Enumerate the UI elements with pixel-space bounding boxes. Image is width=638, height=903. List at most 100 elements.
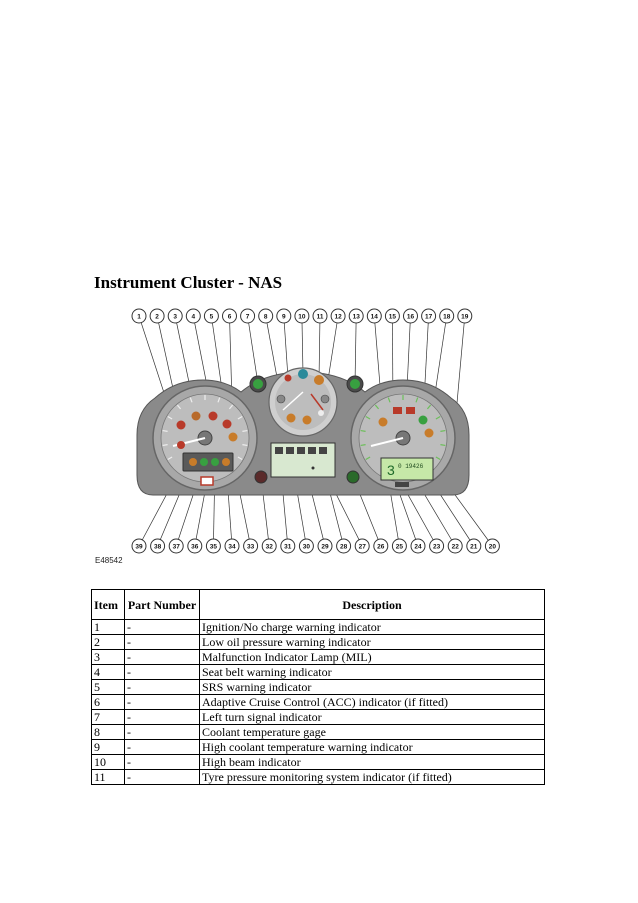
callout-label: 14 [371, 313, 379, 320]
leader-line [247, 315, 259, 385]
mil-icon [208, 411, 218, 421]
callout-label: 22 [452, 543, 460, 550]
callout-circle [373, 538, 389, 554]
callout-circle [447, 538, 463, 554]
callout-circle [131, 538, 147, 554]
callout-circle [317, 538, 333, 554]
cell-item: 5 [91, 679, 125, 695]
cell-part-number: - [124, 754, 200, 770]
table-row: 11-Tyre pressure monitoring system indic… [91, 769, 545, 785]
cell-item: 8 [91, 724, 125, 740]
cell-item: 10 [91, 754, 125, 770]
callout-label: 32 [266, 543, 274, 550]
leader-line [283, 315, 289, 379]
table-header-row: Item Part Number Description [91, 589, 545, 620]
callout-circle [384, 308, 400, 324]
callout-label: 27 [359, 543, 367, 550]
leader-line [318, 315, 321, 381]
cell-description: High beam indicator [199, 754, 545, 770]
table-row: 5-SRS warning indicator [91, 679, 545, 695]
cell-part-number: - [124, 769, 200, 785]
ignition-warning-icon [176, 420, 186, 430]
callout-circle [131, 308, 147, 324]
callout-circle [185, 308, 201, 324]
table-row: 7-Left turn signal indicator [91, 709, 545, 725]
srs-icon [228, 432, 238, 442]
cell-description: Malfunction Indicator Lamp (MIL) [199, 649, 545, 665]
callout-label: 21 [470, 543, 478, 550]
oil-pressure-icon [191, 411, 201, 421]
cell-item: 3 [91, 649, 125, 665]
parts-table: Item Part Number Description 1-Ignition/… [91, 589, 545, 785]
callout-label: 13 [353, 313, 361, 320]
callout-label: 20 [489, 543, 497, 550]
callout-label: 39 [135, 543, 143, 550]
callout-circle [261, 538, 277, 554]
tpms-icon [314, 375, 324, 385]
cell-part-number: - [124, 709, 200, 725]
callout-label: 2 [155, 313, 159, 320]
callout-label: 4 [191, 313, 195, 320]
warning-lamp-left [254, 470, 268, 484]
table-row: 10-High beam indicator [91, 754, 545, 770]
callout-label: 31 [284, 543, 292, 550]
callout-circle [298, 538, 314, 554]
callout-circle [205, 538, 221, 554]
table-row: 6-Adaptive Cruise Control (ACC) indicato… [91, 694, 545, 710]
callout-label: 10 [298, 313, 306, 320]
callout-label: 24 [414, 543, 422, 550]
callout-circle [457, 308, 473, 324]
gear-indicator: 3 [387, 462, 395, 478]
callout-circle [149, 308, 165, 324]
callout-circle [429, 538, 445, 554]
callout-label: 29 [321, 543, 329, 550]
callout-circle [484, 538, 500, 554]
table-row: 1-Ignition/No charge warning indicator [91, 619, 545, 635]
center-gauge [268, 367, 338, 437]
cell-part-number: - [124, 634, 200, 650]
cell-description: SRS warning indicator [199, 679, 545, 695]
callout-circle [366, 308, 382, 324]
callout-label: 23 [433, 543, 441, 550]
table-row: 8-Coolant temperature gage [91, 724, 545, 740]
cell-part-number: - [124, 619, 200, 635]
cell-item: 9 [91, 739, 125, 755]
callout-circle [258, 308, 274, 324]
callout-label: 11 [317, 313, 324, 320]
callout-label: 16 [407, 313, 415, 320]
callout-circle [330, 308, 346, 324]
warning-lamp-right [346, 470, 360, 484]
callout-label: 30 [303, 543, 311, 550]
table-row: 9-High coolant temperature warning indic… [91, 739, 545, 755]
cell-part-number: - [124, 724, 200, 740]
callout-circle [348, 308, 364, 324]
cell-part-number: - [124, 649, 200, 665]
callout-label: 17 [425, 313, 433, 320]
left-turn-icon [253, 379, 263, 389]
callout-circle [403, 308, 418, 324]
cell-item: 4 [91, 664, 125, 680]
callout-label: 38 [154, 543, 162, 550]
callout-circle [280, 538, 296, 554]
cell-description: Left turn signal indicator [199, 709, 545, 725]
callout-label: 9 [282, 313, 286, 320]
callout-label: 15 [389, 313, 397, 320]
callout-label: 6 [228, 313, 232, 320]
callout-label: 1 [137, 313, 141, 320]
callout-label: 18 [443, 313, 451, 320]
callout-circle [150, 538, 166, 554]
callout-label: 35 [210, 543, 218, 550]
callout-circle [354, 538, 370, 554]
callout-label: 7 [246, 313, 250, 320]
high-beam-icon [298, 369, 308, 379]
tachometer-dial [152, 385, 258, 491]
cell-description: Seat belt warning indicator [199, 664, 545, 680]
callout-label: 25 [396, 543, 404, 550]
brake-warning-icon [393, 407, 402, 414]
table-row: 4-Seat belt warning indicator [91, 664, 545, 680]
table-row: 3-Malfunction Indicator Lamp (MIL) [91, 649, 545, 665]
callout-label: 5 [210, 313, 214, 320]
callout-circle [391, 538, 407, 554]
cell-part-number: - [124, 679, 200, 695]
